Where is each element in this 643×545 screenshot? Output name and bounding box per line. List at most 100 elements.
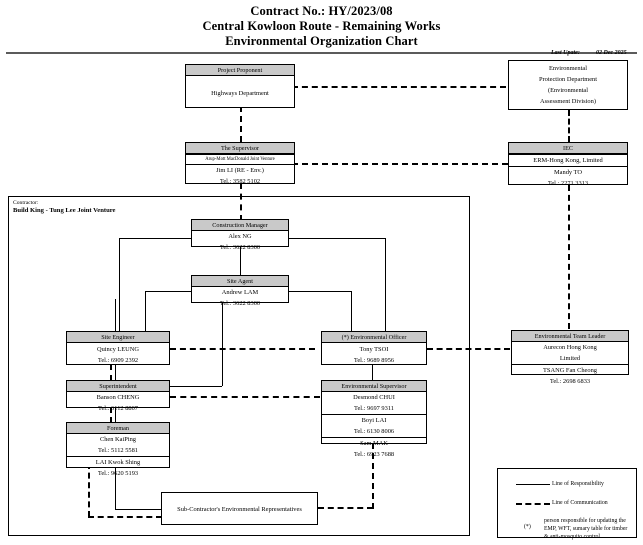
legend-asterisk-marker: (*) xyxy=(524,524,531,530)
box-iec-person: Mandy TO xyxy=(509,166,627,178)
link-eo-es xyxy=(372,364,373,381)
box-construction-manager[interactable]: Construction Manager Alex NG Tel.: 3622 … xyxy=(191,219,289,251)
box-environmental-team-leader-header: Environmental Team Leader xyxy=(512,331,628,342)
link-se-superintendent xyxy=(110,364,112,381)
box-environmental-officer-person: Tony TSOI xyxy=(359,346,389,353)
link-sa-superintendent-h xyxy=(170,386,222,387)
box-es-person-2: Boyi LAI xyxy=(322,414,426,426)
box-es-tel-3: Tel.: 6923 7688 xyxy=(353,451,395,458)
box-foreman[interactable]: Foreman Chen KaiPing Tel.: 5112 5581 LAI… xyxy=(66,422,170,477)
legend-asterisk-note-line2: EMP, WFT, sumary table for timber xyxy=(544,526,628,532)
box-site-engineer[interactable]: Site Engineer Quincy LEUNG Tel.: 6909 23… xyxy=(66,331,170,365)
box-site-engineer-person: Quincy LEUNG xyxy=(96,346,140,353)
box-site-agent-header: Site Agent xyxy=(192,276,288,287)
box-site-engineer-tel: Tel.: 6909 2392 xyxy=(97,357,139,364)
box-construction-manager-tel: Tel.: 3622 8300 xyxy=(219,244,261,251)
box-epd-line1: Environmental xyxy=(549,65,587,72)
link-proponent-epd xyxy=(292,86,506,88)
box-site-engineer-header: Site Engineer xyxy=(67,332,169,343)
box-project-proponent-header: Project Proponent xyxy=(186,65,294,76)
link-sa-superintendent-v xyxy=(222,299,223,386)
box-foreman-tel-2: Tel.: 9620 5193 xyxy=(97,470,139,477)
project-name: Central Kowloon Route - Remaining Works xyxy=(202,19,441,33)
link-cm-right-v xyxy=(385,238,386,332)
link-supervisor-iec xyxy=(292,163,508,165)
box-iec-header: IEC xyxy=(509,143,627,154)
box-environmental-officer-header: (*) Environmental Officer xyxy=(322,332,426,343)
box-supervisor[interactable]: The Supervisor Arup-Mott MacDonald Joint… xyxy=(185,142,295,185)
link-cm-left-h xyxy=(119,238,191,239)
link-sa-right-h xyxy=(289,291,351,292)
link-cm-right-h xyxy=(289,238,385,239)
link-sa-left-h xyxy=(145,291,191,292)
legend-asterisk-note: person responsible for updating the EMP,… xyxy=(544,517,634,541)
box-site-agent-tel: Tel.: 3622 8300 xyxy=(219,300,261,307)
box-supervisor-entity: Arup-Mott MacDonald Joint Venture xyxy=(186,154,294,164)
box-environmental-officer-tel: Tel.: 9689 8956 xyxy=(353,357,395,364)
chart-subtitle: Environmental Organization Chart xyxy=(225,34,418,48)
link-supervisor-cm xyxy=(240,183,242,221)
link-sa-right-v xyxy=(351,291,352,332)
last-update-value: 02 Dec 2025 xyxy=(596,50,627,56)
link-cm-siteagent xyxy=(240,246,241,276)
box-supervisor-person: Jim LI (RE - Env.) xyxy=(186,164,294,176)
link-se-eo xyxy=(170,348,315,350)
box-foreman-tel-1: Tel.: 5112 5581 xyxy=(98,447,138,454)
link-superintendent-es xyxy=(170,396,320,398)
last-update-label: Last Upate: xyxy=(551,50,580,56)
page-title: Contract No.: HY/2023/08 Central Kowloon… xyxy=(0,4,643,49)
box-environmental-team-leader[interactable]: Environmental Team Leader Aurecon Hong K… xyxy=(511,330,629,385)
box-site-agent[interactable]: Site Agent Andrew LAM Tel.: 3622 8300 xyxy=(191,275,289,307)
contractor-frame xyxy=(8,196,470,536)
link-cm-left-v xyxy=(119,238,120,332)
legend-responsibility-label: Line of Responsibility xyxy=(552,481,604,487)
box-es-tel-1: Tel.: 9697 9311 xyxy=(354,405,394,412)
box-supervisor-header: The Supervisor xyxy=(186,143,294,154)
box-environmental-officer[interactable]: (*) Environmental Officer Tony TSOI Tel.… xyxy=(321,331,427,365)
link-proponent-supervisor xyxy=(240,106,242,142)
box-etl-entity-line1: Aurecon Hong Kong xyxy=(543,344,597,351)
box-superintendent[interactable]: Superintendent Banson CHENG Tel.: 6112 8… xyxy=(66,380,170,412)
box-iec-tel: Tel.: 2271 3313 xyxy=(547,180,589,187)
box-es-person-3: Sam MAK xyxy=(322,437,426,449)
box-epd[interactable]: Environmental Protection Department (Env… xyxy=(508,60,628,110)
legend-asterisk-note-line3: & anti-mosquito control xyxy=(544,534,601,540)
box-iec[interactable]: IEC ERM-Hong Kong, Limited Mandy TO Tel.… xyxy=(508,142,628,187)
box-site-agent-person: Andrew LAM xyxy=(221,289,259,296)
header-divider xyxy=(6,52,637,54)
box-etl-entity-line2: Limited xyxy=(559,355,581,362)
link-superintendent-foreman xyxy=(110,407,112,423)
box-superintendent-header: Superintendent xyxy=(67,381,169,392)
box-environmental-supervisor[interactable]: Environmental Supervisor Desmond CHUI Te… xyxy=(321,380,427,458)
legend-solid-line-icon xyxy=(516,484,550,485)
box-superintendent-tel: Tel.: 6112 8807 xyxy=(98,405,138,412)
box-es-person-1: Desmond CHUI xyxy=(353,394,395,401)
legend-asterisk-note-line1: person responsible for updating the xyxy=(544,518,626,524)
link-sa-subcontractor-h xyxy=(115,509,161,510)
contractor-name: Build King - Tung Lee Joint Venture xyxy=(13,207,116,214)
box-construction-manager-person: Alex NG xyxy=(228,233,252,240)
box-project-proponent[interactable]: Project Proponent Highways Department xyxy=(185,64,295,108)
link-es-sub-h xyxy=(318,507,373,509)
box-supervisor-tel: Tel.: 3582 5102 xyxy=(219,178,261,185)
link-iec-etl xyxy=(568,185,570,329)
link-foreman-sub-v xyxy=(88,463,90,517)
contractor-label: Contractor: xyxy=(13,200,39,206)
link-eo-etl xyxy=(427,348,510,350)
box-foreman-header: Foreman xyxy=(67,423,169,434)
box-project-proponent-entity: Highways Department xyxy=(211,90,269,97)
box-construction-manager-header: Construction Manager xyxy=(192,220,288,231)
link-epd-iec xyxy=(568,110,570,142)
box-etl-person: TSANG Fan Cheong xyxy=(512,364,628,376)
box-es-tel-2: Tel.: 6130 8006 xyxy=(353,428,395,435)
box-epd-line2: Protection Department xyxy=(538,76,598,83)
link-es-sub-v xyxy=(372,443,374,509)
legend-communication-label: Line of Communication xyxy=(552,500,608,506)
box-subcontractor[interactable]: Sub-Contractor's Environmental Represent… xyxy=(161,492,318,525)
box-epd-line3: (Environmental xyxy=(547,87,589,94)
legend-box: Line of Responsibility Line of Communica… xyxy=(497,468,637,541)
box-environmental-supervisor-header: Environmental Supervisor xyxy=(322,381,426,392)
contract-number: Contract No.: HY/2023/08 xyxy=(250,4,393,18)
box-foreman-person-1: Chen KaiPing xyxy=(99,436,137,443)
